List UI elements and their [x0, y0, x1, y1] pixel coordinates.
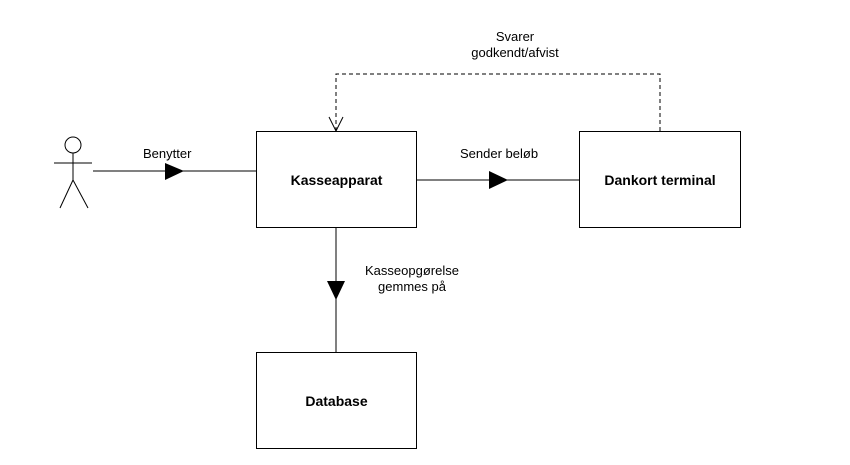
edge-label-kasse: Kasseopgørelse gemmes på	[352, 263, 472, 295]
edge-kasse-arrowhead	[327, 281, 345, 300]
actor-stick-figure-icon	[54, 136, 92, 209]
edge-label-benytter-text: Benytter	[143, 146, 192, 161]
node-database: Database	[256, 352, 417, 449]
node-kasseapparat-label: Kasseapparat	[290, 171, 383, 188]
node-kasseapparat: Kasseapparat	[256, 131, 417, 228]
edge-label-sender-text: Sender beløb	[460, 146, 539, 161]
edge-benytter-arrowhead	[165, 163, 184, 180]
edge-label-svarer-line2: godkendt/afvist	[471, 45, 559, 60]
edge-label-sender: Sender beløb	[460, 146, 538, 162]
edge-label-kasse-line1: Kasseopgørelse	[365, 263, 459, 278]
node-dankort-terminal-label: Dankort terminal	[604, 171, 716, 188]
edge-label-svarer-line1: Svarer	[495, 29, 535, 44]
edge-sender-arrowhead	[489, 171, 508, 189]
edge-label-svarer: Svarer godkendt/afvist	[450, 29, 580, 61]
edge-svarer-dashed-line	[335, 73, 661, 131]
edge-label-kasse-line2: gemmes på	[378, 279, 446, 294]
edge-label-benytter: Benytter	[143, 146, 191, 162]
node-database-label: Database	[305, 392, 368, 409]
node-dankort-terminal: Dankort terminal	[579, 131, 741, 228]
